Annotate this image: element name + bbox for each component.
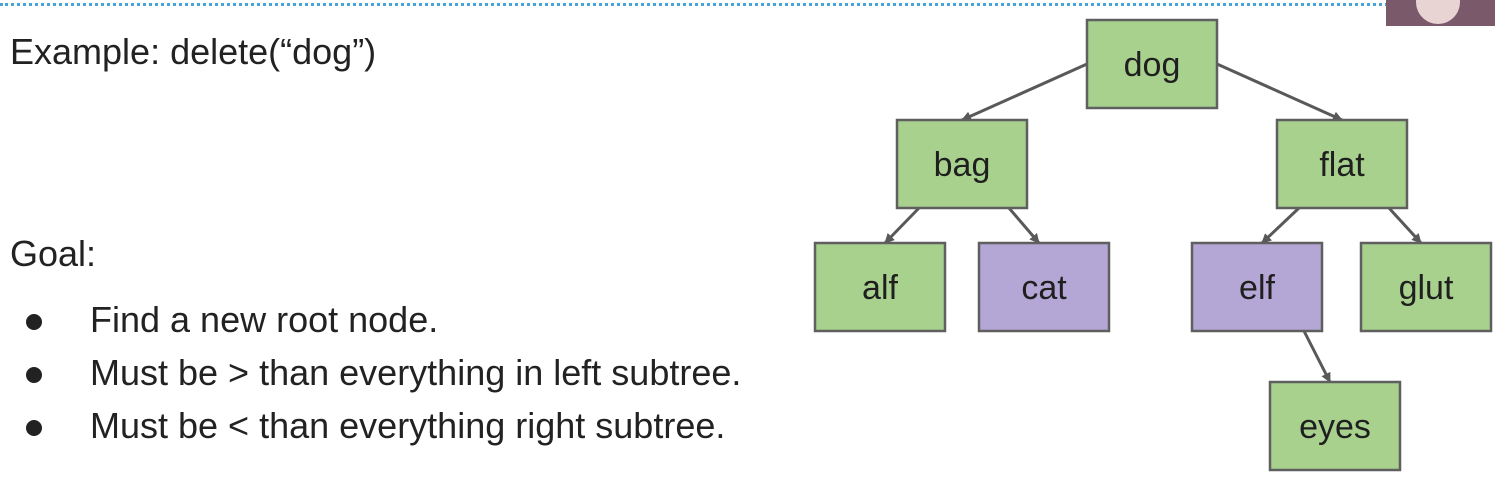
edge-flat-elf <box>1260 206 1301 245</box>
tree-node-label: eyes <box>1299 408 1371 446</box>
tree-node-box <box>813 241 947 333</box>
tree-node-flat: flat <box>1275 118 1409 210</box>
bullet-text: Find a new root node. <box>90 299 439 340</box>
bullet-text: Must be < than everything right subtree. <box>90 405 726 446</box>
tree-node-label: bag <box>934 146 991 184</box>
edge-flat-glut <box>1387 206 1423 245</box>
slide-title: Example: delete(“dog”) <box>10 31 377 72</box>
edge-bag-cat <box>1007 207 1041 244</box>
tree-node-alf: alf <box>813 241 947 333</box>
tree-node-box <box>977 241 1111 333</box>
tree-node-bag: bag <box>895 118 1029 210</box>
bullet-dot-icon <box>26 420 42 436</box>
tree-node-label: cat <box>1021 269 1067 307</box>
tree-node-box <box>1085 18 1219 110</box>
tree-node-label: flat <box>1319 146 1365 184</box>
edge-dog-flat <box>1216 62 1343 122</box>
edge-bag-alf <box>883 206 921 245</box>
tree-node-box <box>1359 241 1493 333</box>
bullet-dot-icon <box>26 314 42 330</box>
tree-node-eyes: eyes <box>1268 380 1402 472</box>
tree-node-cat: cat <box>977 241 1111 333</box>
tree-node-box <box>1268 380 1402 472</box>
tree-node-label: alf <box>862 269 898 307</box>
bullet-text: Must be > than everything in left subtre… <box>90 352 742 393</box>
tree-node-box <box>895 118 1029 210</box>
tree-node-dog: dog <box>1085 18 1219 110</box>
tree-node-label: elf <box>1239 269 1275 307</box>
tree-node-label: dog <box>1124 46 1181 84</box>
bullet-dot-icon <box>26 367 42 383</box>
tree-edges <box>883 62 1423 383</box>
tree-node-elf: elf <box>1190 241 1324 333</box>
tree-nodes: dog bag flat alf cat elf glut eyes <box>813 18 1493 472</box>
tree-node-label: glut <box>1399 269 1454 307</box>
edge-dog-bag <box>961 62 1088 122</box>
slide-top-border <box>0 3 1495 6</box>
tree-node-box <box>1275 118 1409 210</box>
presenter-video-thumbnail <box>1386 0 1495 26</box>
tree-node-box <box>1190 241 1324 333</box>
goal-label: Goal: <box>10 233 97 274</box>
edge-elf-eyes <box>1302 330 1332 383</box>
tree-node-glut: glut <box>1359 241 1493 333</box>
